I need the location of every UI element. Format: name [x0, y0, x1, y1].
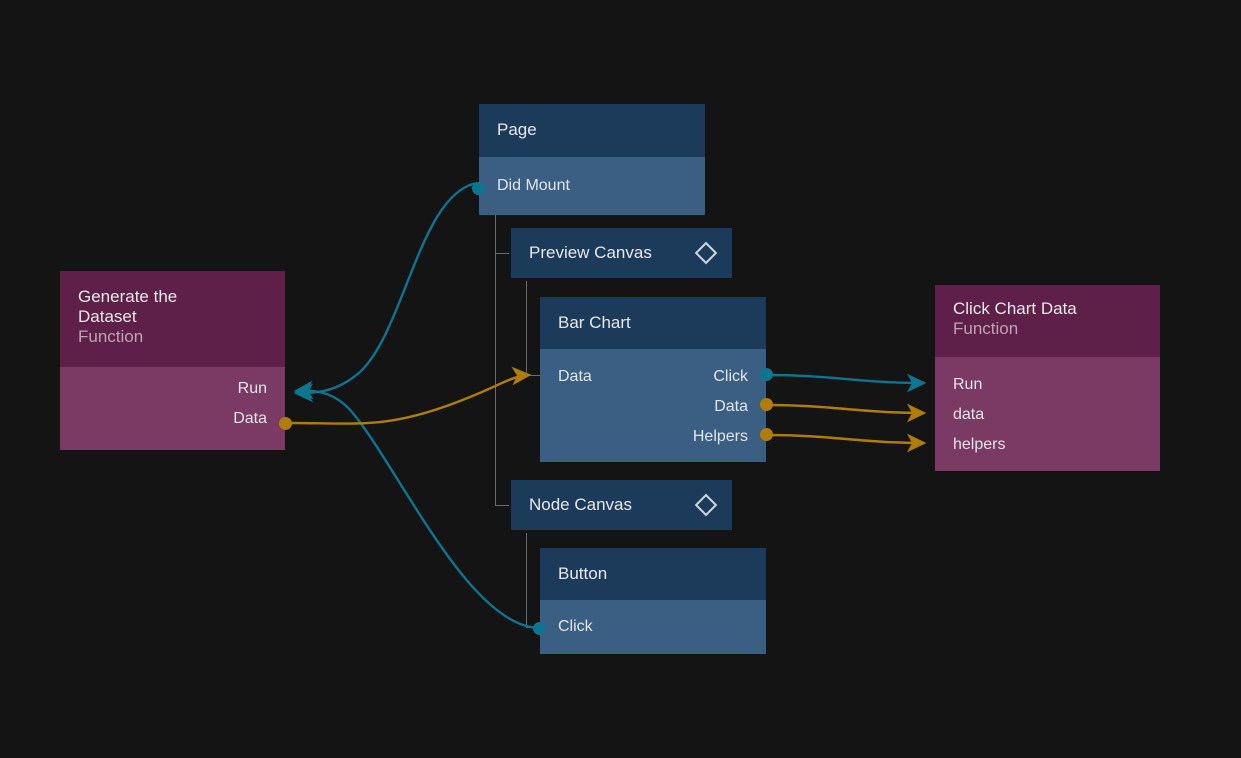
node-click-chart-data-header[interactable]: Click Chart Data Function — [935, 285, 1160, 357]
port-dot-bar-chart-click[interactable] — [760, 368, 773, 381]
port-click-chart-data-run[interactable]: Run — [953, 370, 1142, 400]
port-bar-chart-row-2[interactable]: Data — [558, 392, 748, 422]
node-bar-chart-body: Data Click Data Helpers — [540, 349, 766, 462]
edge-barchart-helpers-to-clickchart-helpers — [767, 433, 927, 453]
port-dot-button-click[interactable] — [533, 622, 546, 635]
tree-line-nodecanvas-child — [526, 533, 527, 628]
tree-line-nodecanvas-stub — [496, 505, 509, 506]
node-node-canvas[interactable]: Node Canvas — [511, 480, 732, 530]
port-dot-bar-chart-data-out[interactable] — [760, 398, 773, 411]
edge-button-click-to-generate-run — [293, 380, 541, 630]
node-button-body: Click — [540, 600, 766, 654]
node-bar-chart[interactable]: Bar Chart Data Click Data Helpers — [540, 297, 773, 462]
port-generate-dataset-run[interactable]: Run — [78, 374, 267, 404]
node-bar-chart-title: Bar Chart — [558, 312, 631, 332]
edge-barchart-click-to-clickchart-run — [767, 373, 927, 393]
port-page-did-mount-label: Did Mount — [497, 177, 570, 194]
port-click-chart-data-data-label: data — [953, 406, 985, 423]
node-page-header[interactable]: Page — [479, 104, 705, 157]
node-page[interactable]: Page Did Mount — [472, 104, 705, 215]
port-bar-chart-helpers-out-label: Helpers — [692, 428, 748, 445]
node-button-title: Button — [558, 563, 608, 583]
tree-line-barchart-stub — [527, 375, 540, 376]
port-dot-bar-chart-helpers-out[interactable] — [760, 428, 773, 441]
port-button-click[interactable]: Click — [558, 600, 748, 654]
port-generate-dataset-data[interactable]: Data — [78, 404, 267, 434]
node-generate-dataset-header[interactable]: Generate the Dataset Function — [60, 271, 285, 367]
node-node-canvas-title: Node Canvas — [529, 495, 633, 514]
port-click-chart-data-run-label: Run — [953, 376, 983, 393]
node-button[interactable]: Button Click — [533, 548, 766, 654]
node-click-chart-data-body: Run data helpers — [935, 357, 1160, 471]
node-bar-chart-header[interactable]: Bar Chart — [540, 297, 766, 349]
tree-line-page-branch — [495, 213, 496, 506]
port-click-chart-data-helpers[interactable]: helpers — [953, 430, 1142, 460]
port-dot-page-did-mount[interactable] — [472, 182, 485, 195]
port-bar-chart-row-1[interactable]: Data Click — [558, 362, 748, 392]
port-button-click-label: Click — [558, 618, 593, 635]
port-bar-chart-click-out-label: Click — [713, 368, 748, 385]
node-button-header[interactable]: Button — [540, 548, 766, 600]
node-page-title: Page — [497, 120, 537, 140]
diamond-icon — [694, 241, 718, 265]
edge-page-didmount-to-generate-run — [293, 181, 478, 403]
port-bar-chart-row-3[interactable]: Helpers — [558, 422, 748, 452]
node-click-chart-data[interactable]: Click Chart Data Function Run data helpe… — [935, 285, 1160, 471]
port-bar-chart-data-in-label: Data — [558, 368, 592, 385]
port-page-did-mount[interactable]: Did Mount — [497, 157, 687, 215]
tree-line-preview-stub — [496, 253, 509, 254]
edge-barchart-data-to-clickchart-data — [767, 403, 927, 423]
port-dot-generate-dataset-data[interactable] — [279, 417, 292, 430]
node-page-body: Did Mount — [479, 157, 705, 215]
node-generate-dataset[interactable]: Generate the Dataset Function Run Data — [60, 271, 292, 450]
port-click-chart-data-data[interactable]: data — [953, 400, 1142, 430]
node-click-chart-data-title: Click Chart Data — [953, 299, 1077, 318]
port-click-chart-data-helpers-label: helpers — [953, 436, 1006, 453]
node-generate-dataset-body: Run Data — [60, 367, 285, 450]
node-click-chart-data-subtitle: Function — [953, 319, 1019, 339]
node-preview-canvas[interactable]: Preview Canvas — [511, 228, 732, 278]
node-preview-canvas-title: Preview Canvas — [529, 243, 652, 262]
node-preview-canvas-header[interactable]: Preview Canvas — [511, 228, 732, 278]
port-bar-chart-data-out-label: Data — [714, 398, 748, 415]
node-generate-dataset-subtitle: Function — [78, 327, 144, 347]
diamond-icon — [694, 493, 718, 517]
tree-line-preview-child — [526, 281, 527, 375]
port-generate-dataset-run-label: Run — [237, 380, 267, 397]
edge-generate-data-to-barchart-data — [288, 366, 532, 425]
node-generate-dataset-title: Generate the Dataset — [78, 287, 178, 327]
node-node-canvas-header[interactable]: Node Canvas — [511, 480, 732, 530]
port-generate-dataset-data-label: Data — [233, 410, 267, 427]
